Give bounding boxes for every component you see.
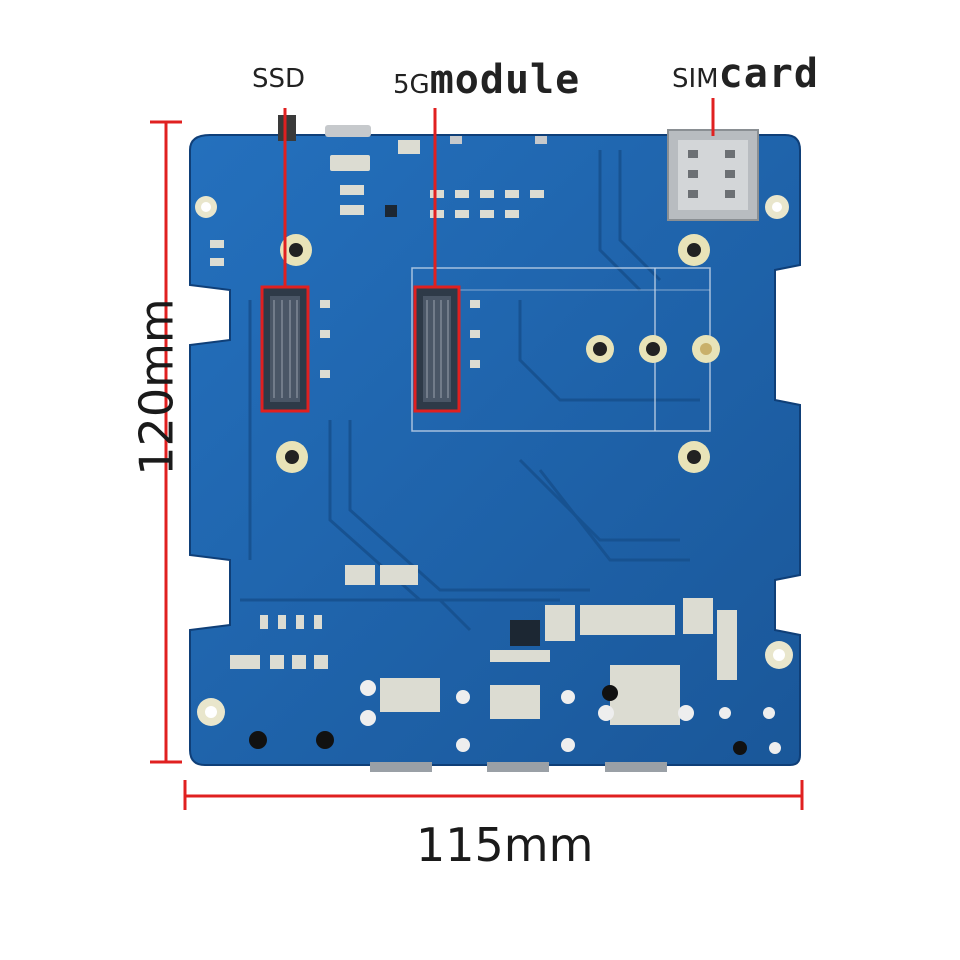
ssd-m2-slot <box>262 287 308 411</box>
sim-label-suffix: card <box>718 51 819 97</box>
white-pads <box>360 680 781 754</box>
dimension-width <box>183 780 804 810</box>
sim-label-prefix: SIM <box>672 64 719 94</box>
sim-card-slot <box>667 129 759 221</box>
ic-chips <box>385 205 540 646</box>
fiveg-callout-box <box>413 285 461 413</box>
through-hole-parts <box>249 685 747 755</box>
height-dimension-label: 120mm <box>129 298 184 476</box>
mounting-holes <box>195 195 793 726</box>
pcb-traces <box>240 150 700 632</box>
sim-card-label: SIMcard <box>672 51 819 97</box>
fiveg-label-suffix: module <box>429 57 581 103</box>
ssd-label: SSD <box>252 64 306 94</box>
callouts <box>260 98 715 413</box>
top-connectors <box>278 115 547 144</box>
dimension-height <box>150 120 182 764</box>
fiveg-label-prefix: 5G <box>393 70 430 100</box>
smd-components <box>210 140 737 725</box>
fiveg-m2-slot <box>415 287 459 411</box>
width-dimension-label: 115mm <box>416 818 594 872</box>
bottom-ports <box>370 762 667 772</box>
fiveg-module-label: 5Gmodule <box>393 57 580 103</box>
